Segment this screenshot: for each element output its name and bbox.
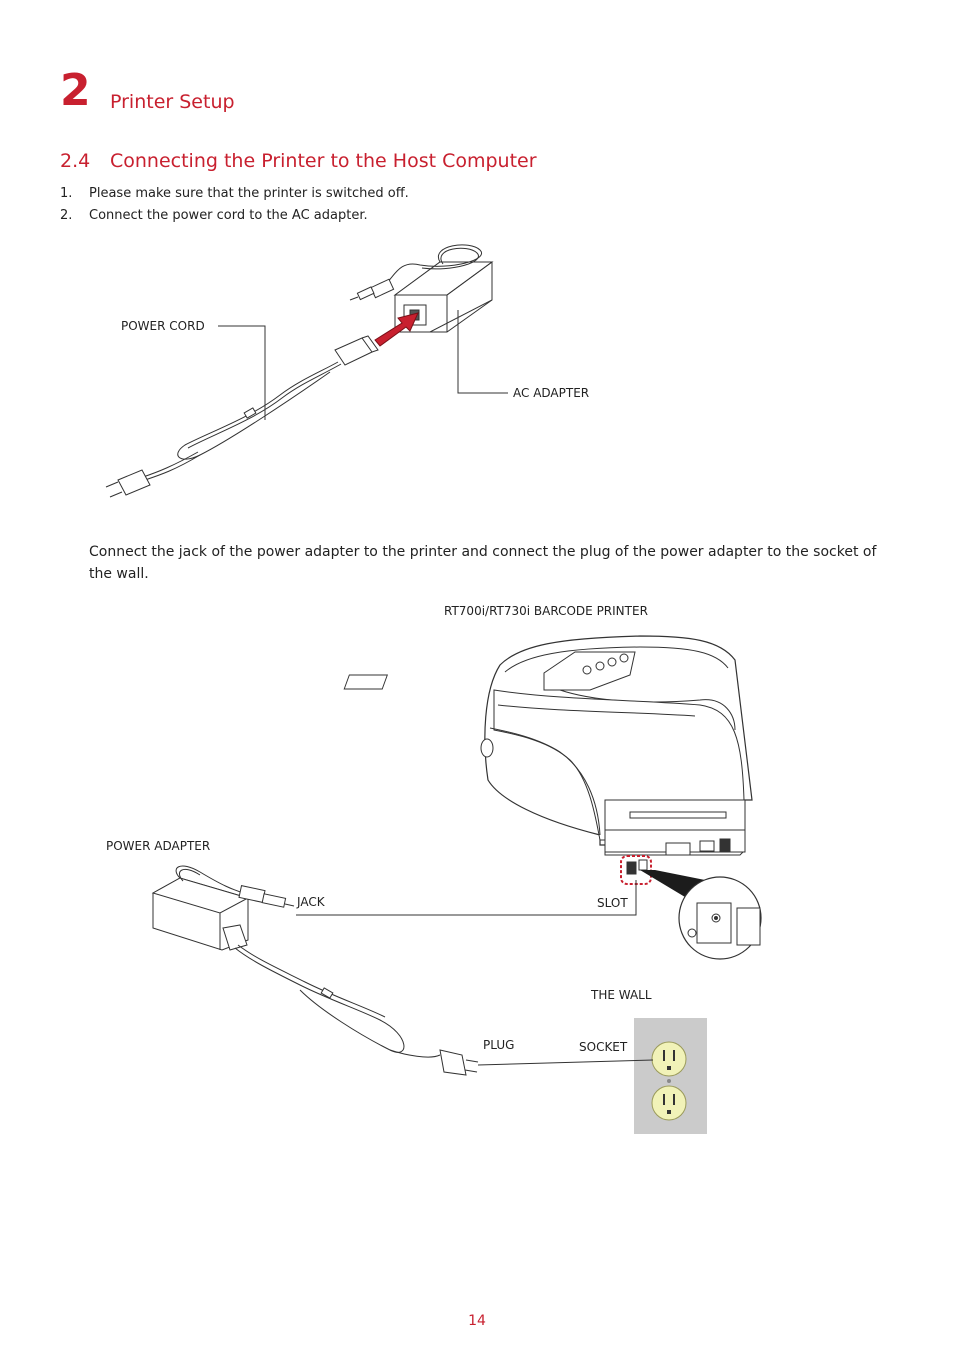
power-cord-label: POWER CORD	[121, 319, 205, 333]
chapter-number: 2	[60, 65, 91, 116]
power-adapter-label: POWER ADAPTER	[106, 839, 211, 853]
jack-slot-leader	[296, 880, 637, 916]
power-cord-illustration	[105, 335, 379, 498]
section-title: Connecting the Printer to the Host Compu…	[110, 150, 537, 172]
zoom-detail	[678, 876, 762, 960]
step-text: Connect the power cord to the AC adapter…	[89, 208, 368, 223]
list-item: 1. Please make sure that the printer is s…	[60, 185, 409, 203]
plug-label: PLUG	[483, 1038, 515, 1052]
printer-illustration	[343, 635, 753, 885]
instruction-paragraph: Connect the jack of the power adapter to…	[89, 544, 877, 582]
power-adapter-illustration	[151, 865, 479, 1076]
ac-adapter-label: AC ADAPTER	[513, 386, 590, 400]
step-number: 2.	[60, 208, 73, 223]
page-number: 14	[468, 1313, 486, 1329]
plug-socket-leader	[477, 1059, 654, 1066]
list-item: 2. Connect the power cord to the AC adapt…	[60, 207, 368, 225]
step-text: Please make sure that the printer is swi…	[89, 186, 409, 201]
jack-label: JACK	[297, 895, 325, 909]
power-cord-leader	[218, 325, 266, 420]
chapter-title: Printer Setup	[110, 91, 235, 113]
step-number: 1.	[60, 186, 73, 201]
slot-label: SLOT	[597, 896, 628, 910]
printer-label: RT700i/RT730i BARCODE PRINTER	[444, 604, 648, 618]
wall-socket-illustration	[634, 1018, 707, 1134]
socket-label: SOCKET	[579, 1040, 628, 1054]
wall-label: THE WALL	[591, 988, 652, 1002]
section-number: 2.4	[60, 150, 91, 172]
insert-arrow	[374, 312, 419, 347]
ac-adapter-illustration	[349, 244, 494, 333]
ac-adapter-leader	[457, 310, 508, 394]
